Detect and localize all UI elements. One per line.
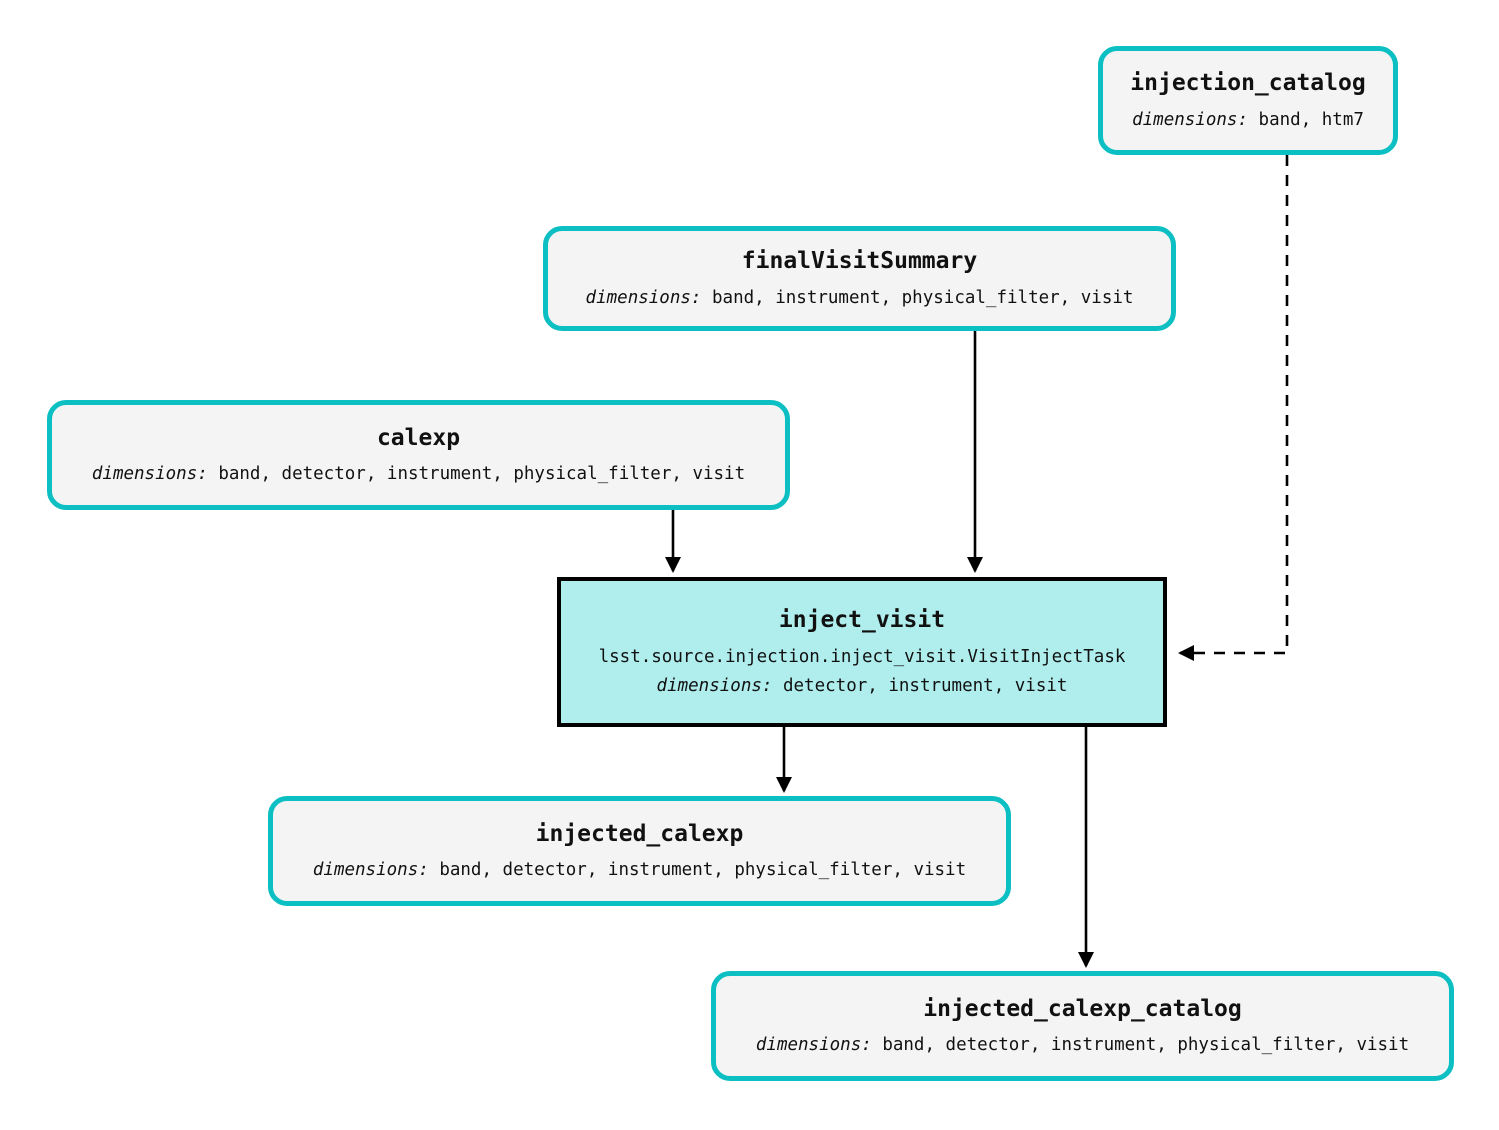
dimensions-values: band, detector, instrument, physical_fil… xyxy=(439,860,967,881)
task-class-path: lsst.source.injection.inject_visit.Visit… xyxy=(598,646,1126,667)
dimensions-label: dimensions: xyxy=(1132,109,1248,130)
dataset-node-injected-calexp[interactable]: injected_calexp dimensions: band, detect… xyxy=(268,796,1011,906)
node-dimensions: dimensions: band, detector, instrument, … xyxy=(313,860,966,880)
node-dimensions: dimensions: detector, instrument, visit xyxy=(657,676,1068,696)
dimensions-label: dimensions: xyxy=(312,860,429,881)
node-title: injection_catalog xyxy=(1130,70,1366,97)
node-title: inject_visit xyxy=(778,607,946,634)
node-title: finalVisitSummary xyxy=(741,248,978,275)
dimensions-values: band, htm7 xyxy=(1258,109,1364,130)
dataset-node-finalvisitsummary[interactable]: finalVisitSummary dimensions: band, inst… xyxy=(543,226,1176,331)
dimensions-label: dimensions: xyxy=(91,464,208,485)
task-node-inject-visit[interactable]: inject_visit lsst.source.injection.injec… xyxy=(557,577,1167,727)
node-title: injected_calexp xyxy=(535,820,744,847)
dimensions-values: band, detector, instrument, physical_fil… xyxy=(218,464,746,485)
dimensions-label: dimensions: xyxy=(656,675,773,696)
dimensions-label: dimensions: xyxy=(585,287,702,308)
dataset-node-calexp[interactable]: calexp dimensions: band, detector, instr… xyxy=(47,400,790,510)
dataset-node-injection-catalog[interactable]: injection_catalog dimensions: band, htm7 xyxy=(1098,46,1398,155)
dimensions-values: band, detector, instrument, physical_fil… xyxy=(882,1035,1410,1056)
node-title: injected_calexp_catalog xyxy=(923,995,1242,1022)
dimensions-label: dimensions: xyxy=(755,1035,872,1056)
dimensions-values: band, instrument, physical_filter, visit xyxy=(712,287,1134,308)
dimensions-values: detector, instrument, visit xyxy=(782,675,1068,696)
node-dimensions: dimensions: band, htm7 xyxy=(1132,110,1364,130)
dataset-node-injected-calexp-catalog[interactable]: injected_calexp_catalog dimensions: band… xyxy=(711,971,1454,1081)
node-dimensions: dimensions: band, instrument, physical_f… xyxy=(586,288,1134,308)
node-dimensions: dimensions: band, detector, instrument, … xyxy=(756,1035,1409,1055)
node-dimensions: dimensions: band, detector, instrument, … xyxy=(92,464,745,484)
node-title: calexp xyxy=(376,424,461,451)
edge-injection-catalog-to-inject-visit xyxy=(1177,155,1289,662)
